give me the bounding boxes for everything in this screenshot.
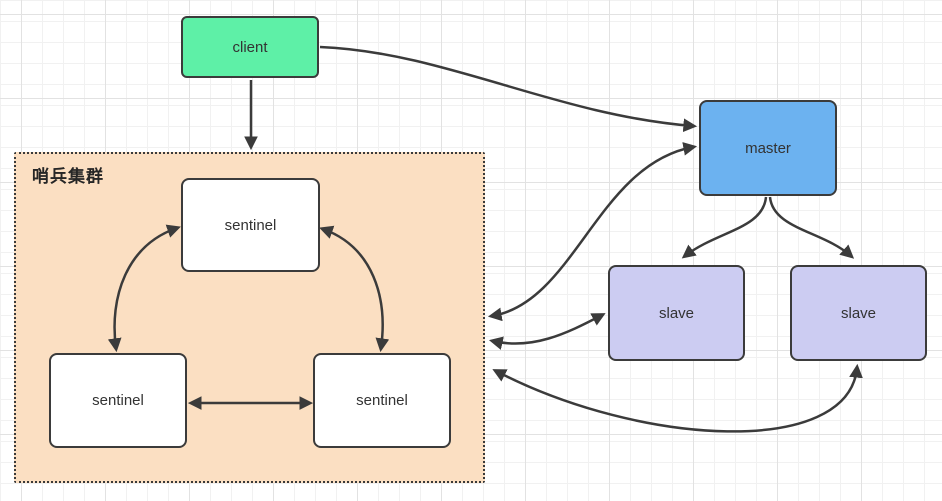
node-sentinel-top-label: sentinel: [224, 216, 277, 234]
node-sentinel-bottom-left[interactable]: sentinel: [49, 353, 187, 448]
node-master-label: master: [745, 139, 791, 157]
node-sentinel-top[interactable]: sentinel: [181, 178, 320, 272]
node-client-label: client: [232, 38, 268, 56]
edge-master-to-slave-right[interactable]: [768, 196, 855, 259]
edge-sentinel-top-to-sentinel-bottom-right[interactable]: [319, 225, 390, 353]
node-master[interactable]: master: [699, 100, 837, 196]
edge-sentinel-cluster-to-slave-right[interactable]: [492, 363, 863, 433]
group-sentinel-cluster-label: 哨兵集群: [32, 167, 104, 186]
node-slave-right[interactable]: slave: [790, 265, 927, 361]
node-sentinel-bottom-right[interactable]: sentinel: [313, 353, 451, 448]
node-slave-left[interactable]: slave: [608, 265, 745, 361]
node-sentinel-bottom-left-label: sentinel: [92, 392, 144, 409]
node-sentinel-bottom-right-label: sentinel: [356, 392, 408, 409]
edge-client-to-master[interactable]: [319, 45, 698, 133]
node-client[interactable]: client: [181, 16, 319, 78]
edge-sentinel-cluster-to-master[interactable]: [487, 142, 698, 322]
edge-sentinel-top-to-sentinel-bottom-left[interactable]: [107, 224, 181, 353]
node-slave-left-label: slave: [658, 304, 695, 322]
edge-sentinel-cluster-to-slave-left[interactable]: [488, 313, 606, 350]
edge-master-to-slave-left[interactable]: [681, 196, 768, 259]
node-slave-right-label: slave: [840, 304, 877, 322]
